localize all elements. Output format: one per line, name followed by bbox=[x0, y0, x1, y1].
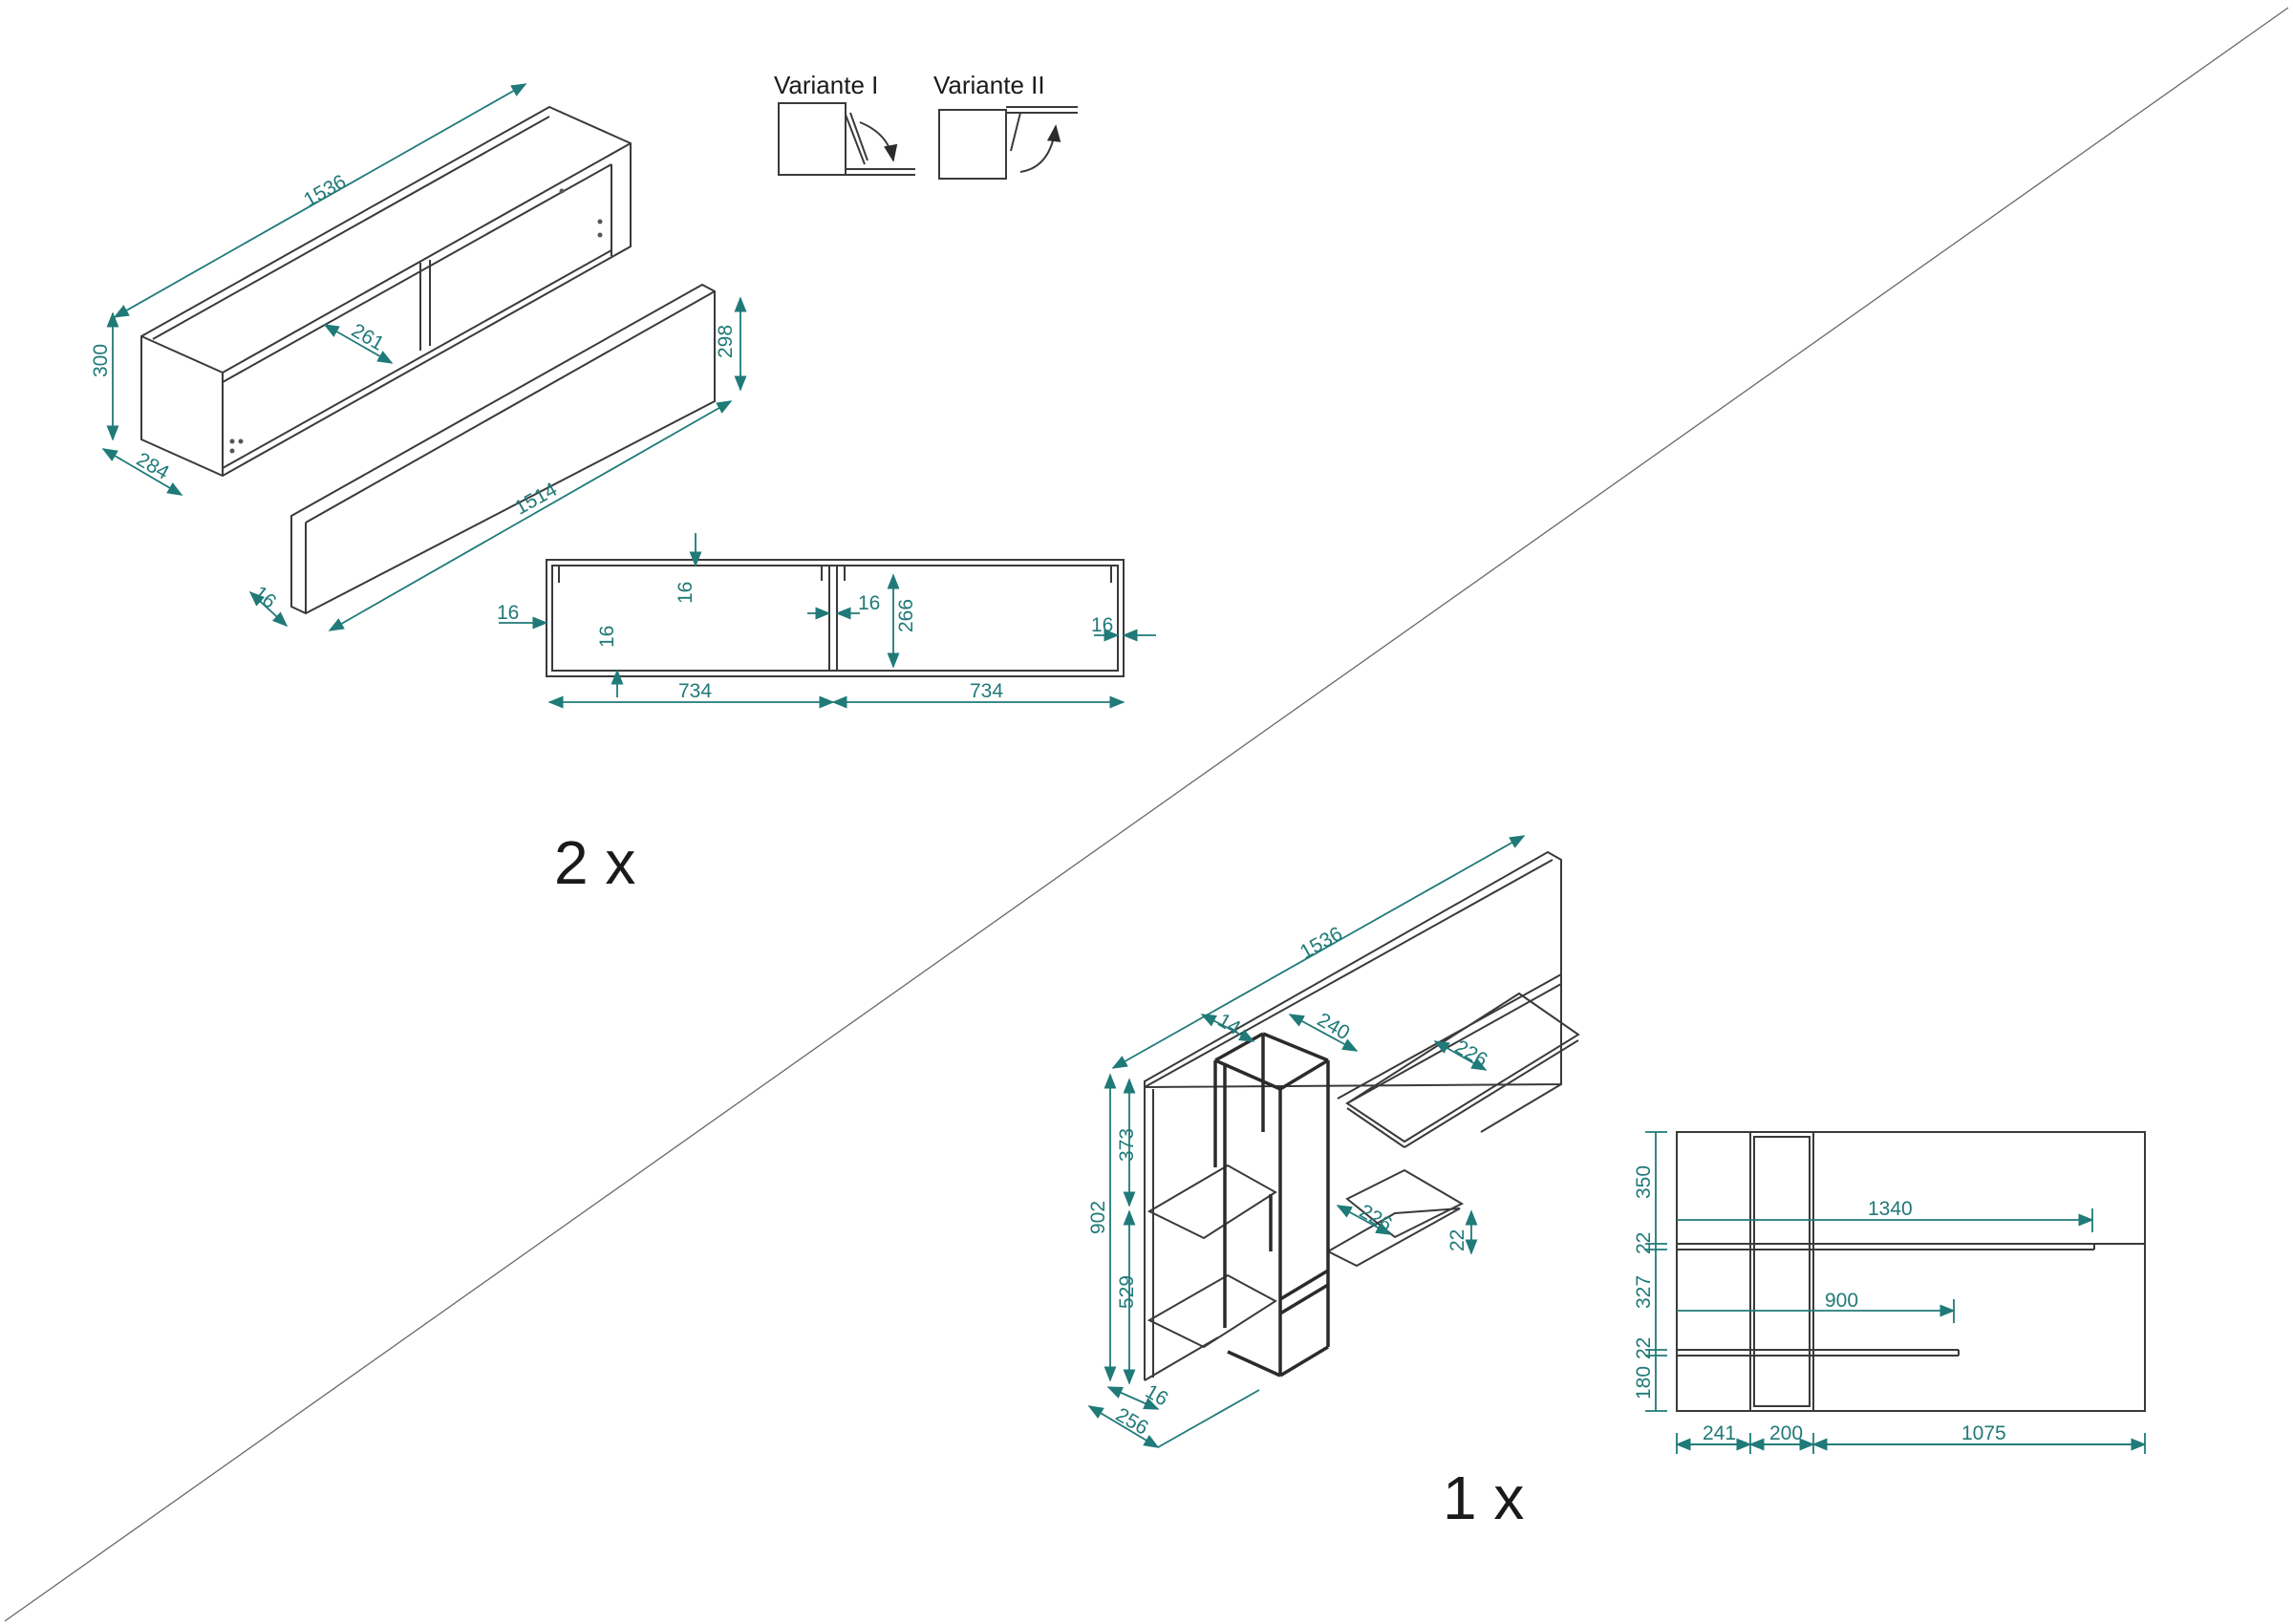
dim-front-middle: 16 bbox=[858, 592, 880, 614]
dim-wall-frame-width: 240 bbox=[1314, 1009, 1354, 1044]
dim-cabinet-depth: 284 bbox=[133, 448, 173, 484]
dim-elev-shelf-upper: 1340 bbox=[1868, 1198, 1913, 1220]
quantity-upper: 2 x bbox=[554, 828, 635, 897]
wall-unit-elevation: 1340 900 350 22 327 22 180 241 200 1075 bbox=[1633, 1131, 2147, 1454]
dim-elev-h1: 350 bbox=[1633, 1165, 1655, 1199]
dim-elev-w-frame: 200 bbox=[1769, 1422, 1803, 1444]
variant-two-label: Variante II bbox=[933, 71, 1045, 99]
dim-front-side-right: 16 bbox=[1091, 614, 1113, 636]
variant-one-icon: Variante I bbox=[774, 71, 915, 176]
dim-compartment-left: 734 bbox=[678, 680, 712, 702]
dim-wall-height-upper: 373 bbox=[1116, 1128, 1138, 1162]
variant-two-icon: Variante II bbox=[933, 71, 1078, 180]
dim-wall-height-lower: 529 bbox=[1116, 1275, 1138, 1309]
dim-cabinet-length: 1536 bbox=[300, 171, 350, 212]
dim-front-inner-height: 266 bbox=[895, 599, 917, 632]
dim-wall-panel-thickness: 16 bbox=[1142, 1380, 1172, 1411]
dim-wall-length: 1536 bbox=[1297, 923, 1346, 964]
wall-unit-drawing: 1536 14 240 226 226 22 902 373 529 16 25… bbox=[1087, 835, 1580, 1448]
upper-cabinet-drawing: 1536 300 284 261 bbox=[90, 83, 632, 496]
dim-cabinet-inner-depth: 261 bbox=[348, 319, 388, 354]
quantity-lower: 1 x bbox=[1443, 1464, 1524, 1532]
dim-compartment-right: 734 bbox=[970, 680, 1003, 702]
dim-front-bottom-gap: 16 bbox=[596, 626, 618, 648]
dim-wall-depth: 256 bbox=[1112, 1403, 1152, 1439]
dim-elev-shelf-lower: 900 bbox=[1825, 1290, 1858, 1312]
front-panel-drawing: 298 1514 16 bbox=[249, 283, 747, 631]
dim-wall-height-total: 902 bbox=[1087, 1201, 1109, 1234]
dim-panel-height: 298 bbox=[715, 325, 737, 358]
dim-panel-thickness: 16 bbox=[249, 582, 281, 613]
dim-elev-w-left: 241 bbox=[1703, 1422, 1736, 1444]
dim-elev-h5: 180 bbox=[1633, 1366, 1655, 1400]
cabinet-front-view: 16 16 16 16 266 16 734 734 bbox=[497, 533, 1156, 709]
dim-wall-shelf-depth-low: 226 bbox=[1356, 1200, 1396, 1235]
dim-elev-h4: 22 bbox=[1633, 1337, 1655, 1359]
dim-front-side-left: 16 bbox=[497, 602, 519, 624]
dim-elev-w-right: 1075 bbox=[1961, 1422, 2006, 1444]
diagonal-separator bbox=[4, 7, 2289, 1622]
variant-one-label: Variante I bbox=[774, 71, 878, 99]
dim-elev-h3: 327 bbox=[1633, 1275, 1655, 1309]
dim-front-top-gap: 16 bbox=[675, 582, 696, 604]
dim-cabinet-height: 300 bbox=[90, 344, 112, 377]
dim-wall-shelf-thickness: 22 bbox=[1447, 1229, 1468, 1251]
dim-elev-h2: 22 bbox=[1633, 1232, 1655, 1254]
